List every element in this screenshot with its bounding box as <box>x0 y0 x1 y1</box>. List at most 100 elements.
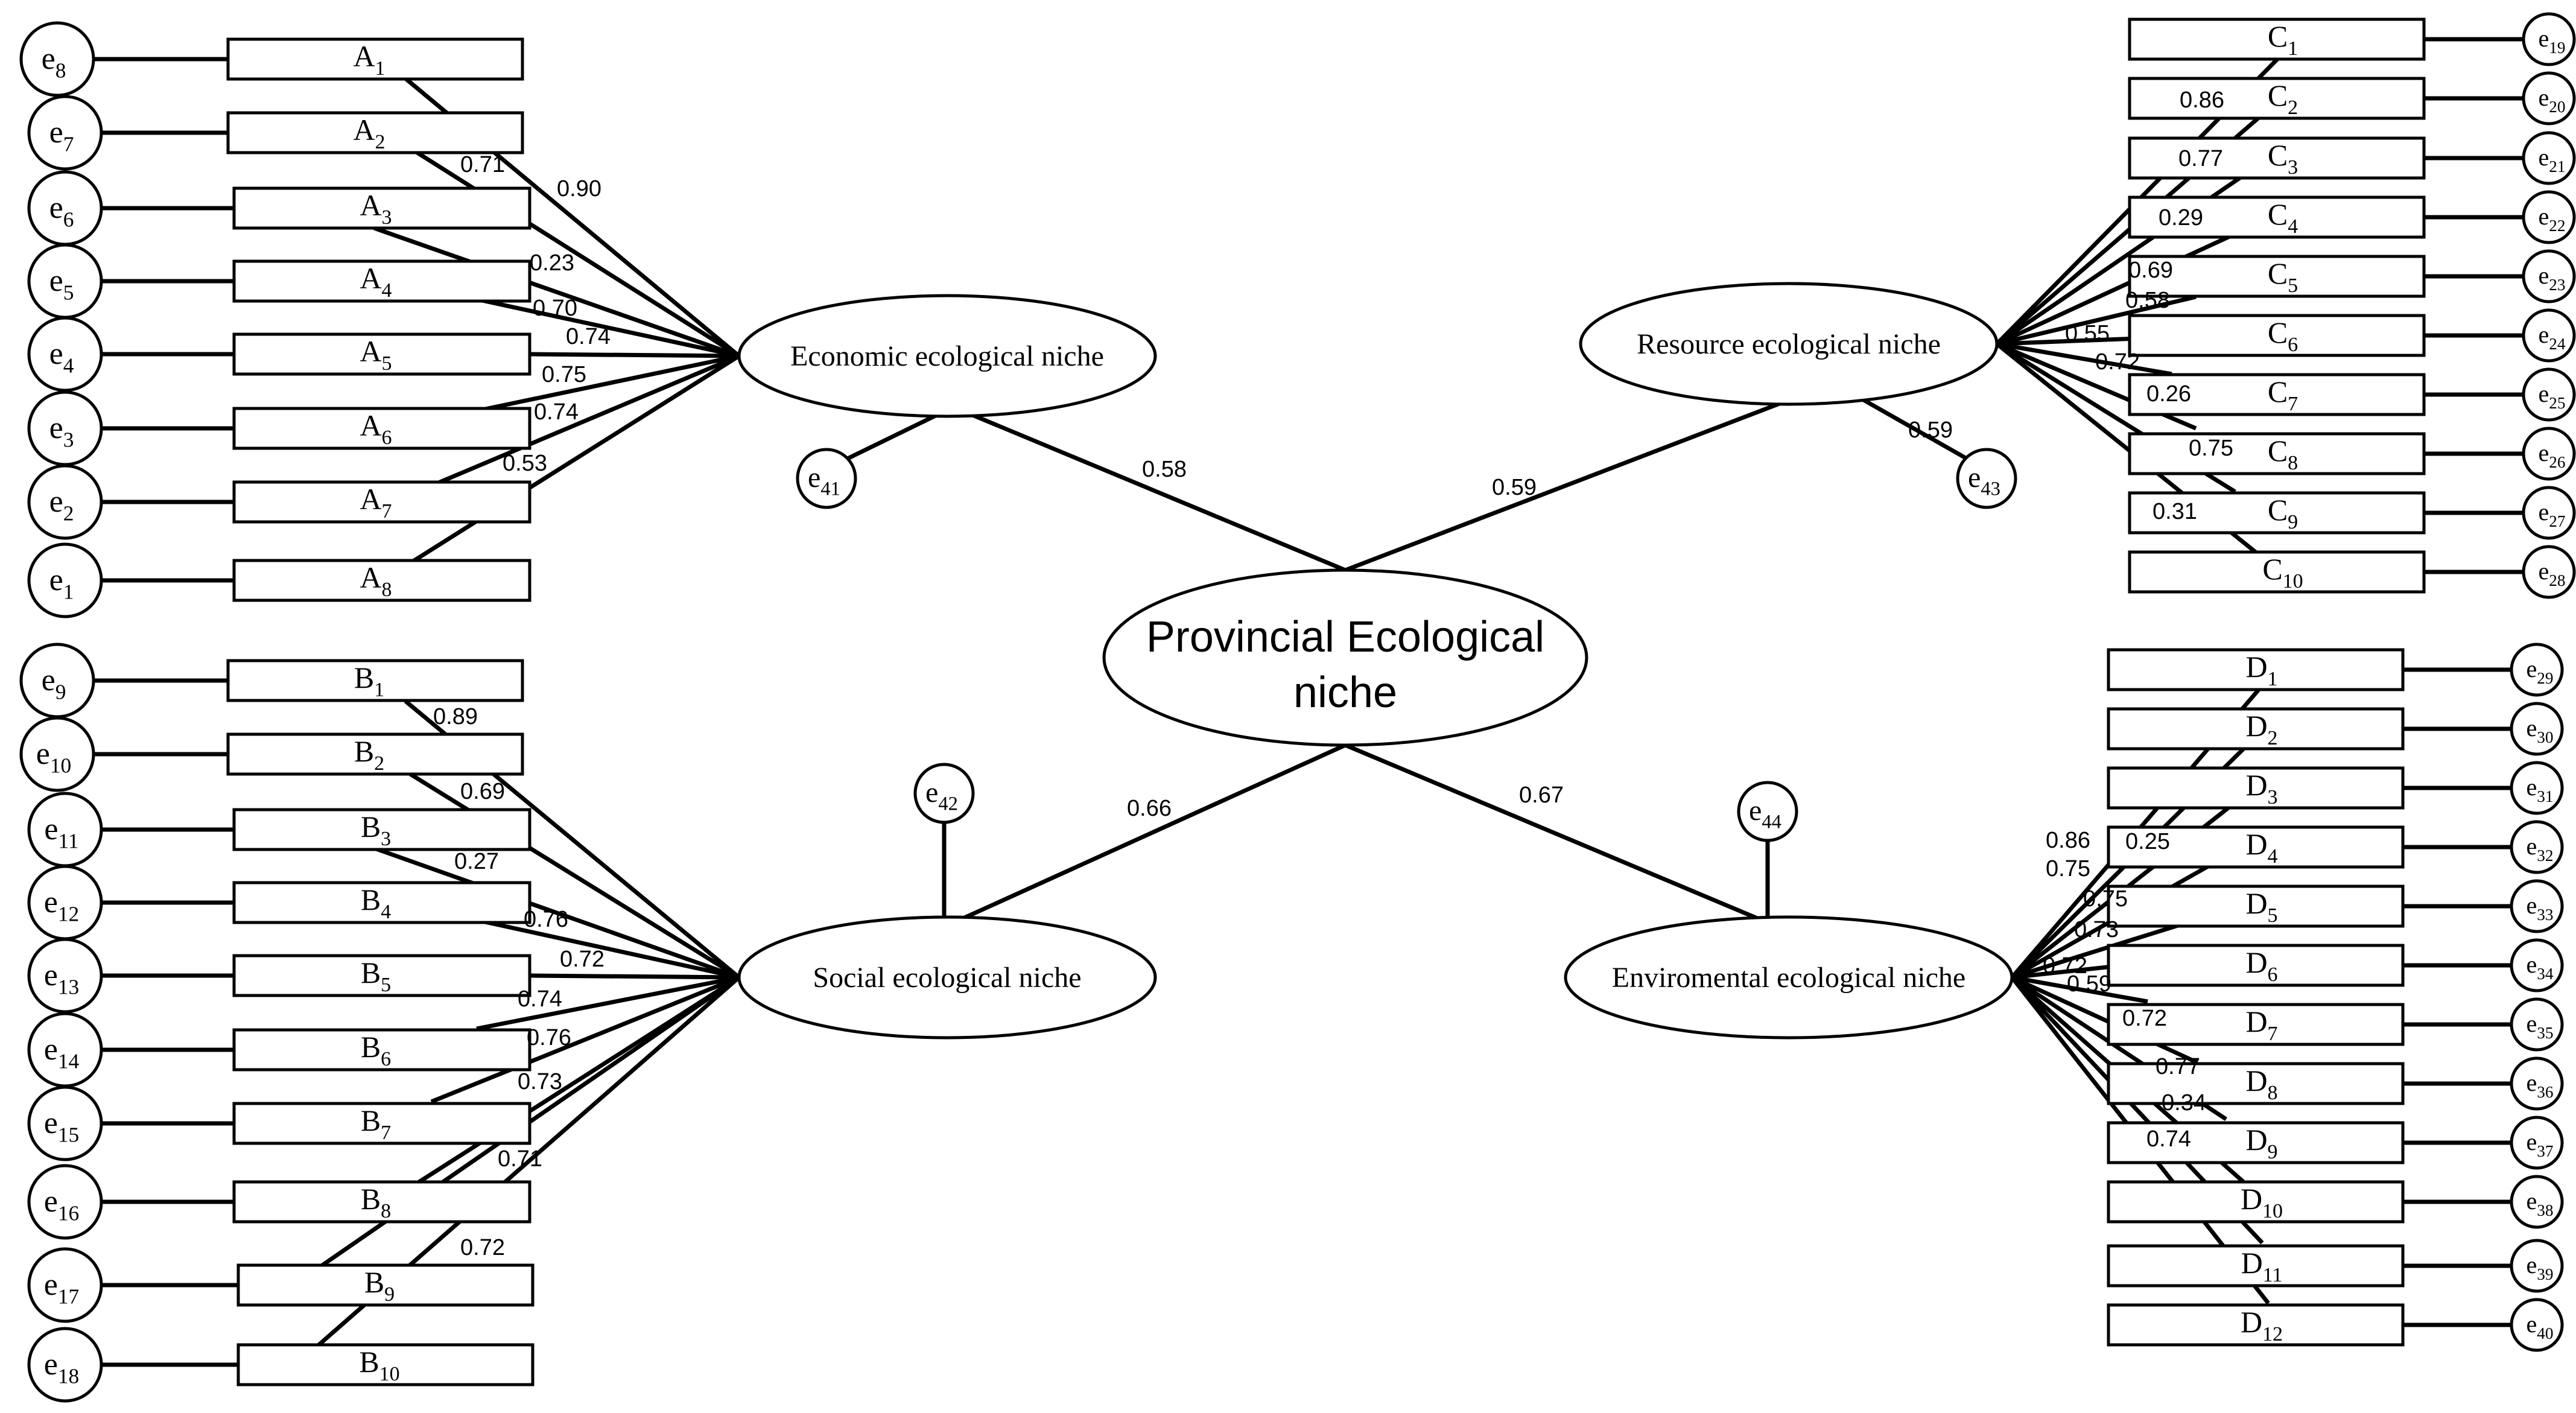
error-e40-circle <box>2510 1298 2564 1352</box>
indicator-D11-label: D11 <box>2241 1246 2283 1286</box>
error-e39-label-subscript: 39 <box>2537 1265 2553 1283</box>
error-e7-circle <box>27 95 103 171</box>
indicator-B5-label-base: B <box>361 956 381 989</box>
loading-env-D8: 0.72 <box>2122 1006 2167 1031</box>
error-e19-circle <box>2522 12 2576 66</box>
indicator-D6-label-subscript: 6 <box>2268 964 2278 986</box>
loading-soc-B1: 0.89 <box>433 704 478 729</box>
error-e36-label-subscript: 36 <box>2537 1083 2553 1101</box>
error-e30-circle <box>2510 702 2564 756</box>
indicator-B10-label: B10 <box>359 1345 399 1385</box>
indicator-D3-box <box>2107 766 2405 810</box>
error-e1-circle <box>27 542 103 618</box>
indicator-C5-label: C5 <box>2268 256 2298 297</box>
indicator-C4-label: C4 <box>2268 197 2298 238</box>
error-e27-label-subscript: 27 <box>2549 512 2565 530</box>
indicator-B2-label-base: B <box>354 734 374 768</box>
indicator-A1-label: A1 <box>353 39 385 80</box>
error-e16-label-subscript: 16 <box>58 1201 79 1225</box>
error-e3-label-base: e <box>49 411 63 445</box>
e43-label-subscript: 43 <box>1981 478 2000 500</box>
res-factor-label: Resource ecological niche <box>1637 328 1941 360</box>
loading-econ-A5: 0.74 <box>566 324 611 349</box>
res-factor-ellipse <box>1579 282 1999 406</box>
error-e19-label-base: e <box>2539 25 2549 52</box>
error-e21-circle <box>2522 131 2576 185</box>
error-e16-circle <box>27 1164 103 1240</box>
error-e4-label: e4 <box>49 337 74 378</box>
indicator-C2-label: C2 <box>2268 78 2298 119</box>
loading-soc-B3: 0.27 <box>454 849 499 874</box>
indicator-C3-label-subscript: 3 <box>2288 156 2298 179</box>
error-e12-label: e12 <box>44 885 79 926</box>
path-soc-to-B6 <box>476 975 740 1031</box>
indicator-D5-box <box>2107 884 2405 928</box>
error-e38-label-subscript: 38 <box>2537 1201 2553 1219</box>
error-e29-circle <box>2510 643 2564 697</box>
error-e39-label: e39 <box>2527 1251 2554 1283</box>
indicator-C2-label-base: C <box>2268 78 2288 112</box>
indicator-B6-label-base: B <box>361 1030 381 1064</box>
e41-label-base: e <box>808 462 820 494</box>
error-e33-circle <box>2510 879 2564 933</box>
error-e37-label: e37 <box>2527 1128 2554 1160</box>
error-e35-label-base: e <box>2527 1010 2537 1037</box>
error-e6-label-subscript: 6 <box>63 208 74 232</box>
error-e4-circle <box>27 316 103 392</box>
indicator-C1-label: C1 <box>2268 19 2298 60</box>
loading-center-soc: 0.66 <box>1127 796 1172 821</box>
indicator-B4-box <box>232 881 531 924</box>
e41-label: e41 <box>808 462 840 500</box>
e44-label-base: e <box>1749 795 1762 827</box>
loading-soc-B5: 0.72 <box>560 947 604 972</box>
indicator-B2-box <box>226 732 524 776</box>
e43-circle <box>1956 448 2017 509</box>
error-e15-label-base: e <box>44 1106 58 1140</box>
error-e24-label-base: e <box>2539 321 2549 348</box>
indicator-C5-label-base: C <box>2268 256 2288 290</box>
error-e3-label-subscript: 3 <box>63 428 74 452</box>
loading-res-C2: 0.77 <box>2178 146 2223 171</box>
loading-econ-A7: 0.74 <box>534 399 579 425</box>
indicator-A7-label-base: A <box>360 482 381 516</box>
indicator-B8-label-base: B <box>361 1182 381 1216</box>
indicator-B10-box <box>236 1343 535 1386</box>
error-e8-label-base: e <box>42 42 56 76</box>
path-econ-to-A4 <box>476 297 740 358</box>
loading-env-D4: 0.75 <box>2083 886 2128 912</box>
error-e33-label: e33 <box>2527 892 2554 924</box>
indicator-C4-label-subscript: 4 <box>2288 215 2298 238</box>
error-e17-label: e17 <box>44 1268 79 1309</box>
indicator-D12-box <box>2107 1303 2405 1347</box>
error-e7-label-base: e <box>49 115 63 150</box>
indicator-B9-box <box>236 1263 535 1307</box>
indicator-C5-box <box>2128 255 2426 298</box>
error-e13-circle <box>27 938 103 1014</box>
indicator-D11-box <box>2107 1244 2405 1288</box>
indicator-D4-label: D4 <box>2245 827 2277 868</box>
error-e27-circle <box>2522 486 2576 540</box>
error-e33-label-base: e <box>2527 892 2537 919</box>
error-e2-label-base: e <box>49 484 63 519</box>
indicator-B2-label: B2 <box>354 734 384 775</box>
indicator-D3-label: D3 <box>2245 768 2277 808</box>
loading-soc-B7: 0.76 <box>527 1025 571 1050</box>
error-e35-label: e35 <box>2527 1010 2554 1042</box>
soc-factor-ellipse <box>737 915 1157 1040</box>
indicator-C10-label: C10 <box>2262 552 2303 592</box>
error-e38-label: e38 <box>2527 1187 2554 1219</box>
indicator-A6-label: A6 <box>360 408 392 449</box>
indicator-C8-label: C8 <box>2268 434 2298 474</box>
error-e31-label-subscript: 31 <box>2537 787 2553 805</box>
loading-env-D9: 0.77 <box>2156 1054 2200 1079</box>
indicator-C1-box <box>2128 17 2426 61</box>
indicator-B3-label: B3 <box>361 810 391 850</box>
error-e32-label-subscript: 32 <box>2537 846 2553 865</box>
error-e26-label-base: e <box>2539 439 2549 466</box>
soc-factor-label: Social ecological niche <box>813 962 1081 994</box>
loading-res-C6: 0.55 <box>2065 321 2110 346</box>
e42-label-base: e <box>925 776 938 808</box>
error-e4-label-base: e <box>49 337 63 371</box>
error-e29-label-subscript: 29 <box>2537 669 2553 687</box>
indicator-D4-box <box>2107 825 2405 869</box>
